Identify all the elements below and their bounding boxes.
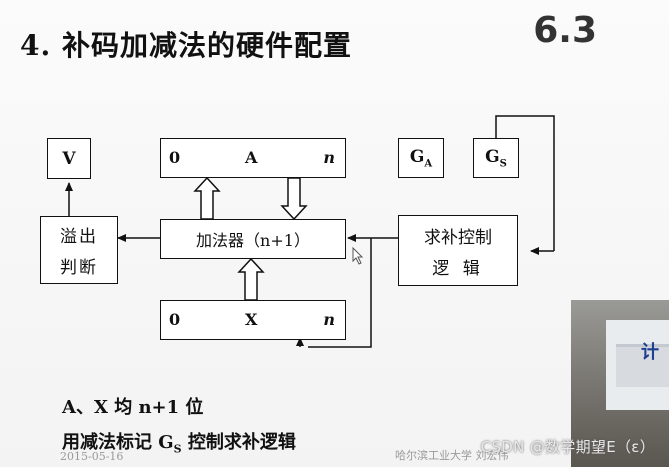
adder-label: 加法器（n+1） [196,231,310,250]
adder-box: 加法器（n+1） [160,219,346,259]
gs-base: G [485,146,500,167]
video-banner [616,344,669,387]
overflow-line2: 判断 [60,258,98,278]
note-gs-sub: S [173,442,182,456]
adder-to-a-hollow-arrow [193,176,221,220]
complement-line2: 逻 辑 [432,258,484,279]
note-gs-control: 用减法标记 GS 控制求补逻辑 [62,428,296,456]
video-banner-text: 计 [641,342,659,363]
a-register-box: 0 A n [160,138,346,178]
ga-base: G [409,146,425,167]
gs-box: GS [473,138,519,178]
a-to-adder-hollow-arrow [280,177,308,221]
x-register-left-bit: 0 [169,310,181,329]
a-register-left-bit: 0 [169,148,181,167]
x-register-right-bit: n [323,310,335,329]
complement-logic-box: 求补控制 逻 辑 [398,215,518,286]
note-gs-g: G [158,432,174,453]
ga-sub: A [424,158,433,170]
footer-school: 哈尔滨工业大学 刘宏伟 [395,449,509,462]
ga-label: GA [410,147,432,169]
gs-label: GS [485,147,507,169]
note-bit-width: A、X 均 n+1 位 [62,397,204,418]
section-number: 6.3 [533,10,597,51]
x-register-name: X [245,310,258,329]
v-label: V [62,148,76,169]
x-register-box: 0 X n [160,300,346,340]
complement-line1: 求补控制 [424,227,492,248]
note-gs-suffix: 控制求补逻辑 [181,432,296,453]
v-box: V [47,138,91,179]
slide-title: 4. 补码加减法的硬件配置 [20,29,352,62]
x-to-adder-hollow-arrow [237,257,265,301]
footer-date: 2015-05-16 [60,450,124,463]
a-register-right-bit: n [323,148,335,167]
note-gs-prefix: 用减法标记 [62,432,159,453]
overflow-line1: 溢出 [60,227,98,247]
a-register-name: A [245,148,258,167]
mouse-cursor [352,246,364,265]
ga-box: GA [398,138,444,178]
gs-sub: S [499,158,507,170]
csdn-watermark: CSDN @数学期望E（ε） [480,438,655,456]
presenter-video-thumbnail: 计 [571,300,669,467]
overflow-detect-box: 溢出 判断 [40,216,118,284]
